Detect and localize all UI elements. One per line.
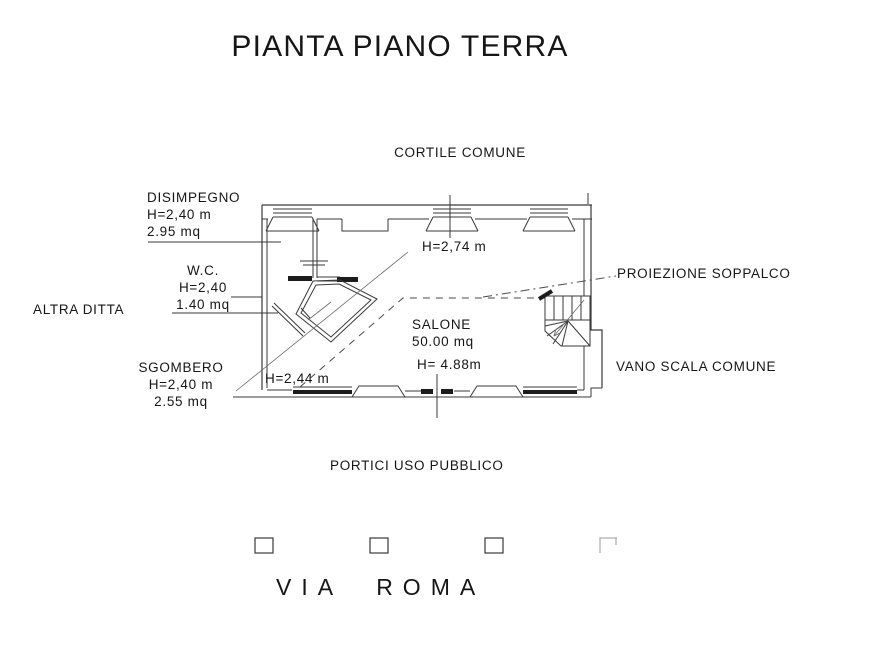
room-height: H=2,40 — [178, 280, 228, 295]
label-sgombero: SGOMBERO H=2,40 m 2.55 mq — [131, 359, 231, 410]
label-via-roma: VIA ROMA — [276, 574, 486, 600]
room-height: H=2,40 m — [147, 207, 212, 222]
leader-lines — [148, 241, 281, 314]
window-top-3 — [522, 208, 576, 232]
page-title: PIANTA PIANO TERRA — [231, 30, 569, 63]
sgombero-leader-line — [235, 251, 409, 392]
pillar-2 — [369, 537, 389, 554]
window-top-1 — [265, 208, 320, 232]
label-vano-scala-comune: VANO SCALA COMUNE — [616, 359, 777, 374]
bottom-wall — [233, 374, 591, 418]
label-height-274: H=2,74 m — [422, 239, 487, 254]
label-disimpegno: DISIMPEGNO H=2,40 m 2.95 mq — [147, 189, 240, 240]
opening-bottom-2 — [469, 385, 524, 398]
stair-arrow — [553, 299, 585, 337]
label-altra-ditta: ALTRA DITTA — [33, 302, 125, 317]
entrance-door — [405, 374, 470, 418]
label-wc: W.C. H=2,40 1.40 mq — [153, 262, 253, 313]
room-area: 2.55 mq — [154, 394, 208, 409]
door-swing — [307, 301, 332, 321]
right-wall — [583, 205, 603, 397]
room-height: H=2,40 m — [148, 377, 214, 392]
soppalco-leader — [482, 275, 617, 298]
room-name: SALONE — [412, 317, 471, 332]
door-leaf — [288, 276, 312, 281]
stair — [537, 289, 591, 347]
left-wall — [231, 205, 268, 390]
opening-bottom-1 — [351, 385, 406, 398]
room-height: H= 4.88m — [417, 357, 482, 372]
pillar-4 — [599, 537, 617, 553]
disimpegno-partition — [288, 219, 358, 282]
room-area: 50.00 mq — [412, 334, 474, 349]
label-cortile-comune: CORTILE COMUNE — [394, 145, 526, 160]
room-name: W.C. — [186, 263, 220, 278]
room-name: DISIMPEGNO — [147, 190, 241, 205]
room-name: SGOMBERO — [138, 360, 224, 375]
soppalco-projection — [299, 275, 617, 388]
label-height-244: H=2,44 m — [265, 371, 330, 386]
label-salone: SALONE 50.00 mq H= 4.88m — [412, 316, 482, 373]
room-area: 2.95 mq — [147, 224, 201, 239]
pillar-1 — [254, 537, 274, 554]
window-top-2 — [425, 195, 479, 238]
top-wall — [262, 193, 592, 238]
portico-pillars — [254, 537, 617, 554]
label-proiezione-soppalco: PROIEZIONE SOPPALCO — [617, 266, 791, 281]
label-portici-uso-pubblico: PORTICI USO PUBBLICO — [330, 458, 504, 473]
pillar-3 — [484, 537, 504, 554]
wc-room — [271, 279, 378, 343]
room-area: 1.40 mq — [176, 297, 230, 312]
